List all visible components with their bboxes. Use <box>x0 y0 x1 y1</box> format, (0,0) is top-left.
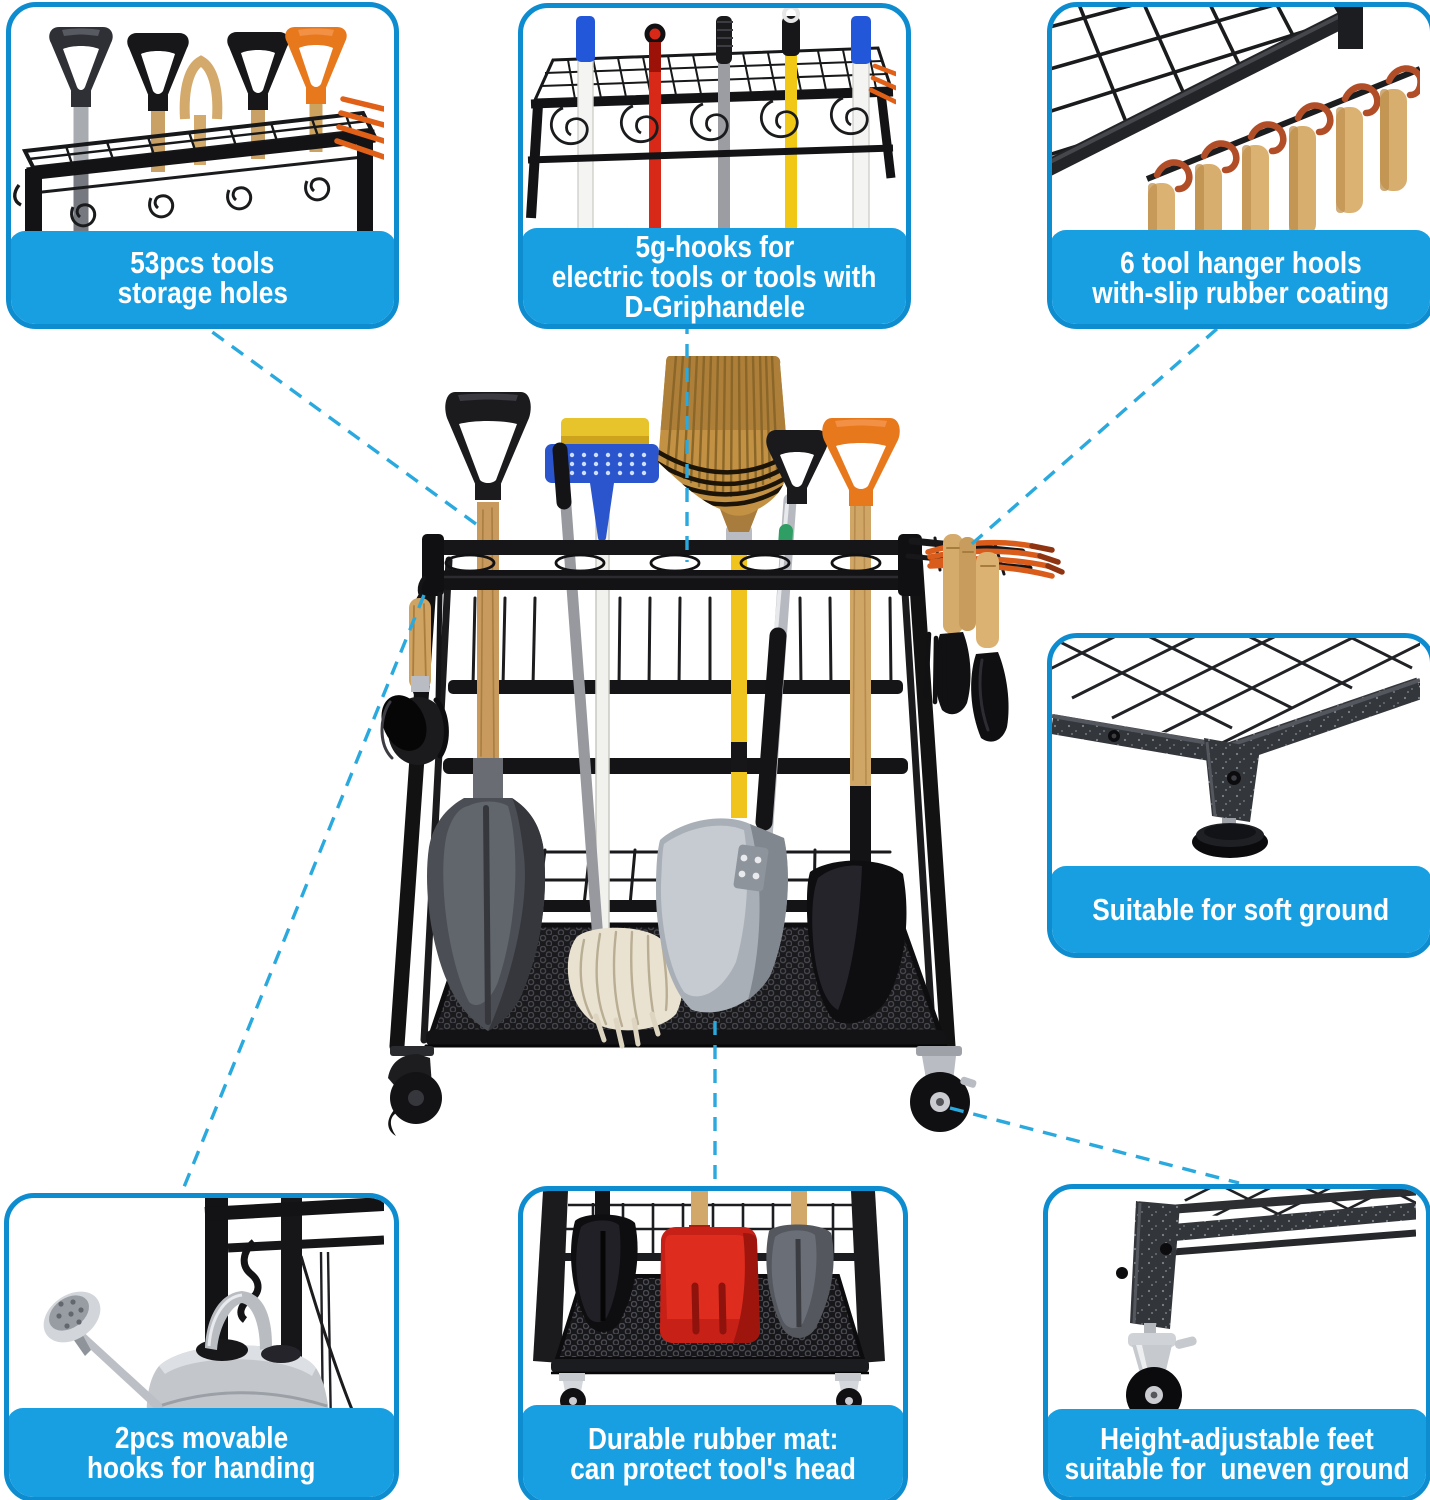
d-grip-handles <box>49 27 347 120</box>
g-hook-wires <box>549 96 869 146</box>
callout-label-rubber-mat: Durable rubber mat: can protect tool's h… <box>523 1405 903 1500</box>
rake-hooks-extension <box>905 534 1065 742</box>
callout-label-movable-hooks: 2pcs movable hooks for handing <box>9 1408 394 1497</box>
soft-ground-photo <box>1052 638 1420 858</box>
wood-shovel <box>427 392 546 1031</box>
callout-rubber-mat: Durable rubber mat: can protect tool's h… <box>518 1186 908 1500</box>
top-rail <box>413 534 922 620</box>
callout-label-g-hooks: 5g-hooks for electric tools or tools wit… <box>523 228 906 324</box>
leader-line-adjustable-feet <box>949 1106 1240 1185</box>
rubber-mat-photo <box>533 1191 885 1414</box>
left-hooks-items <box>380 576 449 765</box>
leader-line-movable-hooks <box>180 594 426 1193</box>
callout-label-adjustable-feet: Height-adjustable feet suitable for unev… <box>1048 1409 1426 1497</box>
callout-label-storage-holes: 53pcs tools storage holes <box>11 231 394 324</box>
label-line: Durable rubber mat: <box>587 1420 839 1456</box>
cart-frame <box>380 356 1065 1136</box>
label-line: Height-adjustable feet <box>1100 1420 1374 1456</box>
callout-label-hanger-hooks: 6 tool hanger hools with-slip rubber coa… <box>1052 230 1430 324</box>
mop <box>552 442 683 1049</box>
leader-line-storage-holes <box>191 316 478 526</box>
callout-label-soft-ground: Suitable for soft ground <box>1052 866 1430 953</box>
label-line: suitable for uneven ground <box>1064 1450 1410 1486</box>
shovel-heads <box>571 1191 834 1343</box>
silver-shovel <box>656 430 828 1013</box>
callout-storage-holes: 53pcs tools storage holes <box>6 2 399 329</box>
label-line: 2pcs movable <box>114 1420 289 1455</box>
label-line: 6 tool hanger hools <box>1120 244 1362 280</box>
label-line: storage holes <box>117 275 288 310</box>
storage-holes-photo <box>13 27 384 309</box>
callout-adjustable-feet: Height-adjustable feet suitable for unev… <box>1043 1184 1430 1500</box>
label-line: 53pcs tools <box>130 245 275 280</box>
right-caster-wheel <box>910 1046 977 1132</box>
callout-hanger-hooks: 6 tool hanger hools with-slip rubber coa… <box>1047 2 1430 329</box>
label-line: electric tools or tools with <box>552 258 877 294</box>
s-hook <box>237 1239 262 1323</box>
label-line: D-Griphandele <box>624 288 805 324</box>
label-line: hooks for handing <box>87 1450 316 1485</box>
label-line: with-slip rubber coating <box>1092 274 1390 310</box>
callout-soft-ground: Suitable for soft ground <box>1047 633 1430 958</box>
caster-wheel <box>1126 1323 1197 1423</box>
squeegee <box>545 418 659 945</box>
label-line: 5g-hooks for <box>635 228 794 264</box>
callout-movable-hooks: 2pcs movable hooks for handing <box>4 1193 399 1500</box>
callout-g-hooks: 5g-hooks for electric tools or tools wit… <box>518 3 911 329</box>
orange-grip-shovel <box>806 418 907 1024</box>
label-line: Suitable for soft ground <box>1092 892 1390 927</box>
leader-line-hanger-hooks <box>963 311 1237 552</box>
adjustable-foot <box>1192 818 1268 858</box>
label-line: can protect tool's head <box>570 1450 856 1486</box>
left-caster-wheel <box>388 1046 442 1136</box>
